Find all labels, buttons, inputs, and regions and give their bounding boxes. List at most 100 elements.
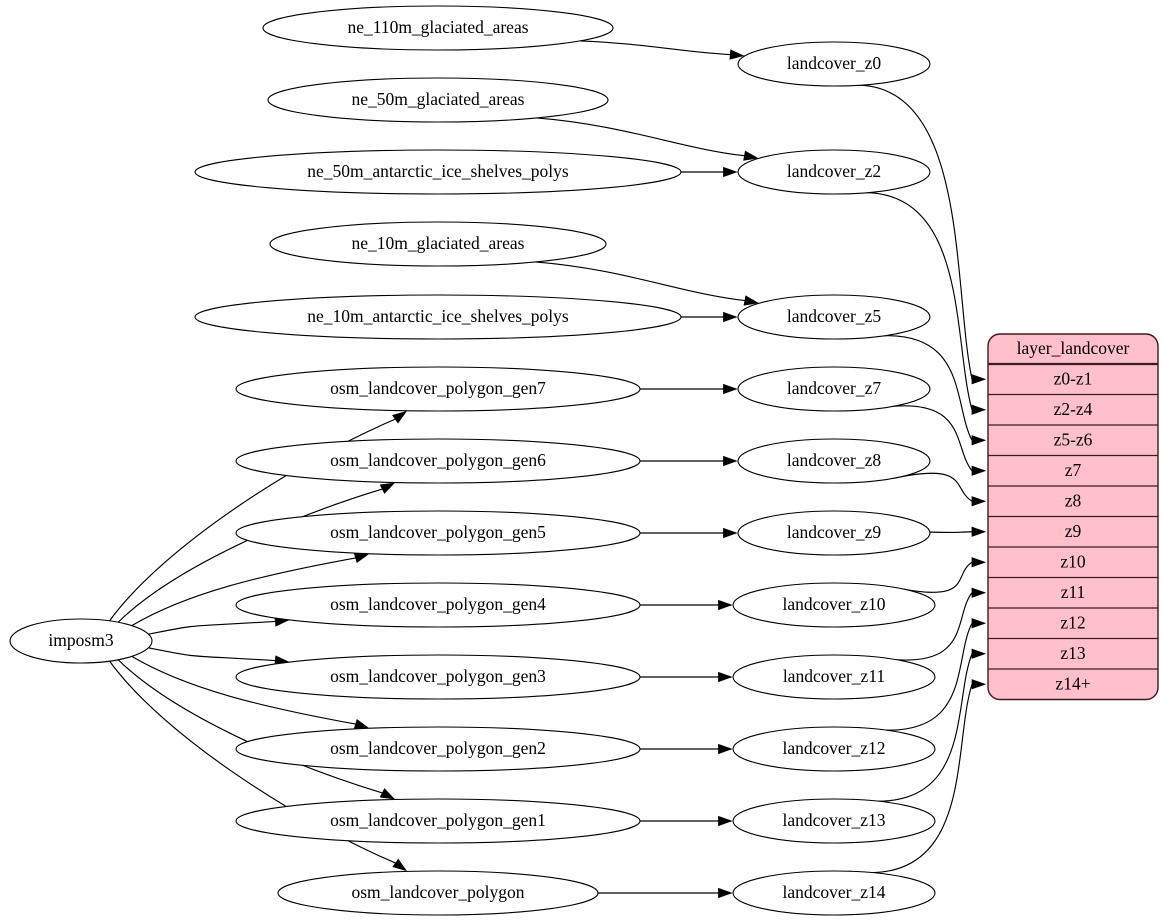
- edge-arrowhead: [718, 887, 733, 899]
- node-shape: [737, 149, 931, 195]
- node-landcover_z5[interactable]: landcover_z5: [737, 294, 931, 340]
- node-shape: [235, 654, 641, 700]
- node-osm_landcover_polygon[interactable]: osm_landcover_polygon: [277, 870, 599, 916]
- edge-imposm3-to-osm_landcover_polygon_gen5: [131, 557, 356, 627]
- node-landcover_z12[interactable]: landcover_z12: [732, 726, 936, 772]
- edge-landcover_z7-to-z7: [868, 405, 973, 472]
- node-shape: [235, 510, 641, 556]
- node-shape: [235, 438, 641, 484]
- node-landcover_z7[interactable]: landcover_z7: [737, 366, 931, 412]
- edge-landcover_z9-to-z9: [929, 531, 973, 534]
- node-label: ne_10m_antarctic_ice_shelves_polys: [307, 306, 569, 326]
- edge-arrowhead: [723, 311, 738, 323]
- edge-arrowhead: [971, 618, 987, 629]
- node-shape: [262, 5, 614, 51]
- node-label: osm_landcover_polygon_gen4: [330, 594, 546, 614]
- table-row[interactable]: z2-z4: [988, 393, 1158, 419]
- node-landcover_z0[interactable]: landcover_z0: [737, 41, 931, 87]
- node-label: landcover_z7: [787, 378, 882, 398]
- edge-arrowhead: [971, 465, 987, 476]
- node-ne_10m_antarctic_ice_shelves_polys[interactable]: ne_10m_antarctic_ice_shelves_polys: [194, 294, 682, 340]
- node-label: landcover_z10: [782, 594, 885, 614]
- node-label: landcover_z13: [782, 810, 885, 830]
- node-landcover_z13[interactable]: landcover_z13: [732, 798, 936, 844]
- edge-landcover_z11-to-z11: [868, 592, 973, 661]
- node-shape: [235, 798, 641, 844]
- node-osm_landcover_polygon_gen1[interactable]: osm_landcover_polygon_gen1: [235, 798, 641, 844]
- table-row[interactable]: z10: [988, 546, 1158, 571]
- edge-arrowhead: [743, 150, 759, 161]
- node-landcover_z10[interactable]: landcover_z10: [732, 582, 936, 628]
- table-row[interactable]: z0-z1: [1054, 368, 1093, 388]
- node-landcover_z14[interactable]: landcover_z14: [732, 870, 936, 916]
- edge-arrowhead: [723, 527, 738, 539]
- node-landcover_z8[interactable]: landcover_z8: [737, 438, 931, 484]
- table-header-label: layer_landcover: [1017, 338, 1130, 358]
- node-shape: [277, 870, 599, 916]
- node-label: landcover_z2: [787, 161, 881, 181]
- table-row-label: z2-z4: [1054, 399, 1093, 419]
- edge-imposm3-to-osm_landcover_polygon_gen7: [109, 418, 396, 622]
- node-ne_110m_glaciated_areas[interactable]: ne_110m_glaciated_areas: [262, 5, 614, 51]
- node-label: landcover_z12: [782, 738, 885, 758]
- table-row[interactable]: z13: [988, 637, 1158, 663]
- edge-ne_10m_glaciated_areas-to-landcover_z5: [535, 261, 746, 302]
- node-landcover_z9[interactable]: landcover_z9: [737, 510, 931, 556]
- node-osm_landcover_polygon_gen7[interactable]: osm_landcover_polygon_gen7: [235, 366, 641, 412]
- node-landcover_z2[interactable]: landcover_z2: [737, 149, 931, 195]
- table-row-label: z10: [1060, 551, 1086, 571]
- edge-landcover_z8-to-z8: [892, 472, 973, 502]
- table-row[interactable]: z7: [988, 454, 1158, 480]
- node-label: osm_landcover_polygon_gen5: [330, 522, 546, 542]
- table-row-label: z8: [1065, 490, 1082, 510]
- node-osm_landcover_polygon_gen3[interactable]: osm_landcover_polygon_gen3: [235, 654, 641, 700]
- node-ne_10m_glaciated_areas[interactable]: ne_10m_glaciated_areas: [269, 221, 607, 267]
- node-label: imposm3: [48, 630, 113, 650]
- node-osm_landcover_polygon_gen5[interactable]: osm_landcover_polygon_gen5: [235, 510, 641, 556]
- node-label: landcover_z9: [787, 522, 882, 542]
- node-label: osm_landcover_polygon_gen6: [330, 450, 546, 470]
- edge-arrowhead: [379, 482, 396, 494]
- node-landcover_z11[interactable]: landcover_z11: [732, 654, 936, 700]
- node-label: ne_50m_glaciated_areas: [352, 89, 525, 109]
- table-row-label: z13: [1060, 643, 1086, 663]
- table-row[interactable]: z9: [988, 515, 1158, 541]
- node-ne_50m_antarctic_ice_shelves_polys[interactable]: ne_50m_antarctic_ice_shelves_polys: [194, 149, 682, 195]
- node-label: landcover_z8: [787, 450, 882, 470]
- node-shape: [9, 618, 153, 664]
- edge-arrowhead: [718, 743, 733, 755]
- edge-arrowhead: [971, 526, 987, 537]
- node-osm_landcover_polygon_gen2[interactable]: osm_landcover_polygon_gen2: [235, 726, 641, 772]
- node-shape: [732, 726, 936, 772]
- node-shape: [235, 366, 641, 412]
- node-osm_landcover_polygon_gen6[interactable]: osm_landcover_polygon_gen6: [235, 438, 641, 484]
- table-row[interactable]: z8: [988, 485, 1158, 510]
- edge-landcover_z2-to-z2-z4: [846, 191, 973, 410]
- edge-landcover_z14-to-z14+: [848, 684, 973, 874]
- node-osm_landcover_polygon_gen4[interactable]: osm_landcover_polygon_gen4: [235, 582, 641, 628]
- node-shape: [732, 582, 936, 628]
- edge-arrowhead: [392, 858, 408, 872]
- node-shape: [737, 366, 931, 412]
- edge-arrowhead: [971, 557, 987, 568]
- node-ne_50m_glaciated_areas[interactable]: ne_50m_glaciated_areas: [267, 77, 609, 123]
- node-shape: [737, 41, 931, 87]
- node-shape: [732, 798, 936, 844]
- edge-imposm3-to-osm_landcover_polygon_gen2: [131, 655, 356, 725]
- node-imposm3[interactable]: imposm3: [9, 618, 153, 664]
- table-row-label: z9: [1065, 521, 1082, 541]
- node-shape: [267, 77, 609, 123]
- nodes-layer: imposm3 ne_110m_glaciated_areas ne_50m_gla…: [9, 5, 936, 916]
- table-row[interactable]: z14+: [988, 668, 1158, 693]
- node-shape: [235, 726, 641, 772]
- edge-arrowhead: [723, 166, 738, 178]
- table-row[interactable]: z12: [988, 607, 1158, 632]
- table-row[interactable]: z11: [988, 576, 1158, 602]
- node-shape: [269, 221, 607, 267]
- edge-arrowhead: [971, 679, 987, 690]
- node-shape: [732, 654, 936, 700]
- table-row[interactable]: z5-z6: [988, 424, 1158, 449]
- table-row-label: z5-z6: [1054, 429, 1093, 449]
- edge-arrowhead: [718, 671, 733, 683]
